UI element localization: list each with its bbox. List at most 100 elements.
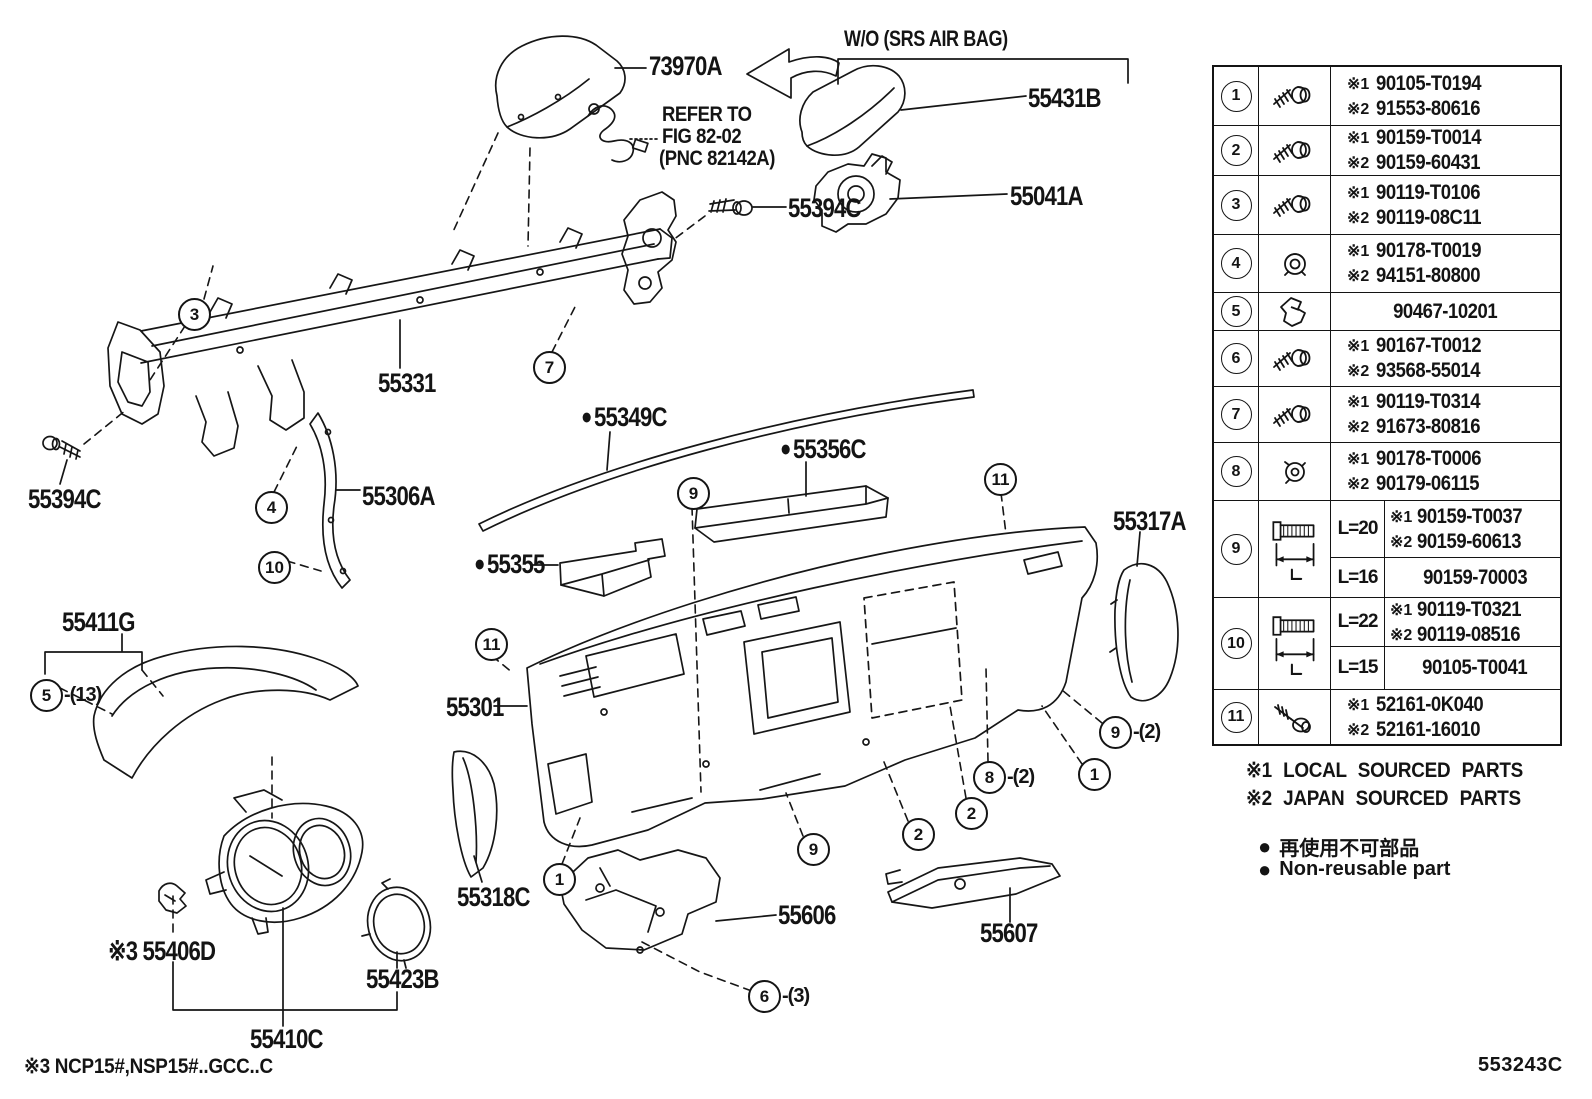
- legend-non-reusable-jp: ● 再使用不可部品: [1258, 832, 1419, 861]
- callout-number: 7: [533, 351, 566, 384]
- screw-icon: [1272, 195, 1310, 217]
- non-reusable-bullet-icon: ●: [1258, 833, 1272, 859]
- part-label-text: 55394C: [788, 193, 861, 223]
- source-mark: ※1: [1390, 508, 1413, 526]
- callout-number: 11: [475, 628, 508, 661]
- part-number: 90119-T0321: [1417, 597, 1522, 621]
- fastener-index: 8: [1220, 456, 1252, 487]
- source-mark: ※2: [1390, 626, 1413, 644]
- screw-55394C-top-shape: [708, 198, 753, 216]
- fastener-icon-cell: [1259, 331, 1331, 386]
- callout-quantity: -(2): [1133, 721, 1161, 743]
- part-number-line: ※1 90159-T0014: [1331, 126, 1560, 151]
- callout-2: 2: [955, 797, 988, 830]
- part-number: 94151-80800: [1376, 264, 1481, 287]
- part-number: 90105-T0041: [1422, 656, 1528, 679]
- lower-cover-55606-shape: [559, 849, 721, 954]
- part-number: 90179-06115: [1376, 472, 1480, 495]
- direction-arrow-icon: [746, 48, 840, 99]
- part-label-55606: 55606: [778, 902, 836, 929]
- part-label-text: ※3 55406D: [108, 936, 216, 966]
- airbag-pad-73970A-shape: [494, 35, 626, 139]
- callout-quantity: -(3): [782, 985, 810, 1007]
- fastener-index: 11: [1220, 701, 1252, 733]
- source-mark: ※2: [1347, 363, 1370, 380]
- wo-srs-bracket-line: [837, 58, 1129, 85]
- part-number-line: 90105-T0041: [1385, 656, 1560, 681]
- part-number: 90119-08C11: [1376, 205, 1482, 229]
- source-mark: ※1: [1347, 130, 1370, 148]
- lower-cover-55607-shape: [885, 857, 1061, 909]
- airbag-lid-55431B-shape: [799, 64, 906, 156]
- garnish-55349C-shape: [478, 389, 975, 532]
- fastener-parts-cell: 90467-10201: [1331, 293, 1560, 330]
- fastener-icon-cell: [1259, 501, 1331, 597]
- callout-9: 9: [797, 833, 830, 866]
- fastener-index-cell: 6: [1214, 331, 1259, 386]
- callout-number: 3: [178, 298, 211, 331]
- part-label-55306A: 55306A: [362, 483, 435, 510]
- part-label-55041A: 55041A: [1010, 183, 1083, 210]
- part-label-55394C-top: 55394C: [788, 195, 861, 222]
- flange-nut-icon: [1283, 252, 1306, 276]
- part-label-text: 55431B: [1028, 83, 1101, 113]
- part-label-text: 55411G: [62, 607, 135, 637]
- note-local-sourced-parts: ※1 LOCAL SOURCED PARTS: [1246, 759, 1523, 782]
- callout-number: 2: [955, 797, 988, 830]
- side-panel-55318C-shape: [451, 750, 498, 878]
- part-label-text: REFER TO: [662, 103, 752, 126]
- part-label-text: 55318C: [457, 882, 530, 912]
- callout-1: 1: [543, 863, 576, 896]
- source-mark: ※1: [1390, 601, 1413, 619]
- screw-icon: [1272, 86, 1310, 108]
- screw-icon: [1272, 140, 1310, 163]
- callout-number: 11: [984, 463, 1017, 496]
- length-spec: L=15: [1331, 647, 1385, 689]
- part-number: 90159-60613: [1417, 529, 1522, 553]
- part-label-55431B: 55431B: [1028, 85, 1101, 112]
- garnish-55356C-shape: [694, 485, 889, 543]
- source-mark: ※2: [1347, 209, 1370, 227]
- part-number: 90159-T0037: [1417, 504, 1523, 528]
- length-screw-icon: [1271, 521, 1315, 580]
- ring-55423B-shape: [361, 878, 432, 969]
- part-number: 90159-T0014: [1376, 126, 1482, 150]
- part-label-55318C: 55318C: [457, 884, 530, 911]
- part-number-line: 90467-10201: [1331, 299, 1560, 324]
- callout-number: 1: [1078, 758, 1111, 791]
- fastener-icon-cell: [1259, 443, 1331, 500]
- length-spec: L=20: [1331, 501, 1385, 558]
- length-variant-parts: 90105-T0041: [1385, 656, 1560, 681]
- source-mark: ※1: [1347, 75, 1370, 93]
- callout-number: 1: [543, 863, 576, 896]
- source-mark: ※2: [1390, 533, 1413, 551]
- callout-3: 3: [178, 298, 211, 331]
- fastener-index-cell: 10: [1214, 598, 1259, 689]
- fastener-index: 2: [1220, 135, 1252, 166]
- part-label-text: 55301: [446, 692, 504, 722]
- fastener-index: 7: [1220, 399, 1252, 430]
- fastener-index-cell: 4: [1214, 235, 1259, 292]
- callout-number: 6: [748, 980, 781, 1013]
- fastener-index-cell: 5: [1214, 293, 1259, 330]
- part-label-text: (PNC 82142A): [659, 147, 775, 170]
